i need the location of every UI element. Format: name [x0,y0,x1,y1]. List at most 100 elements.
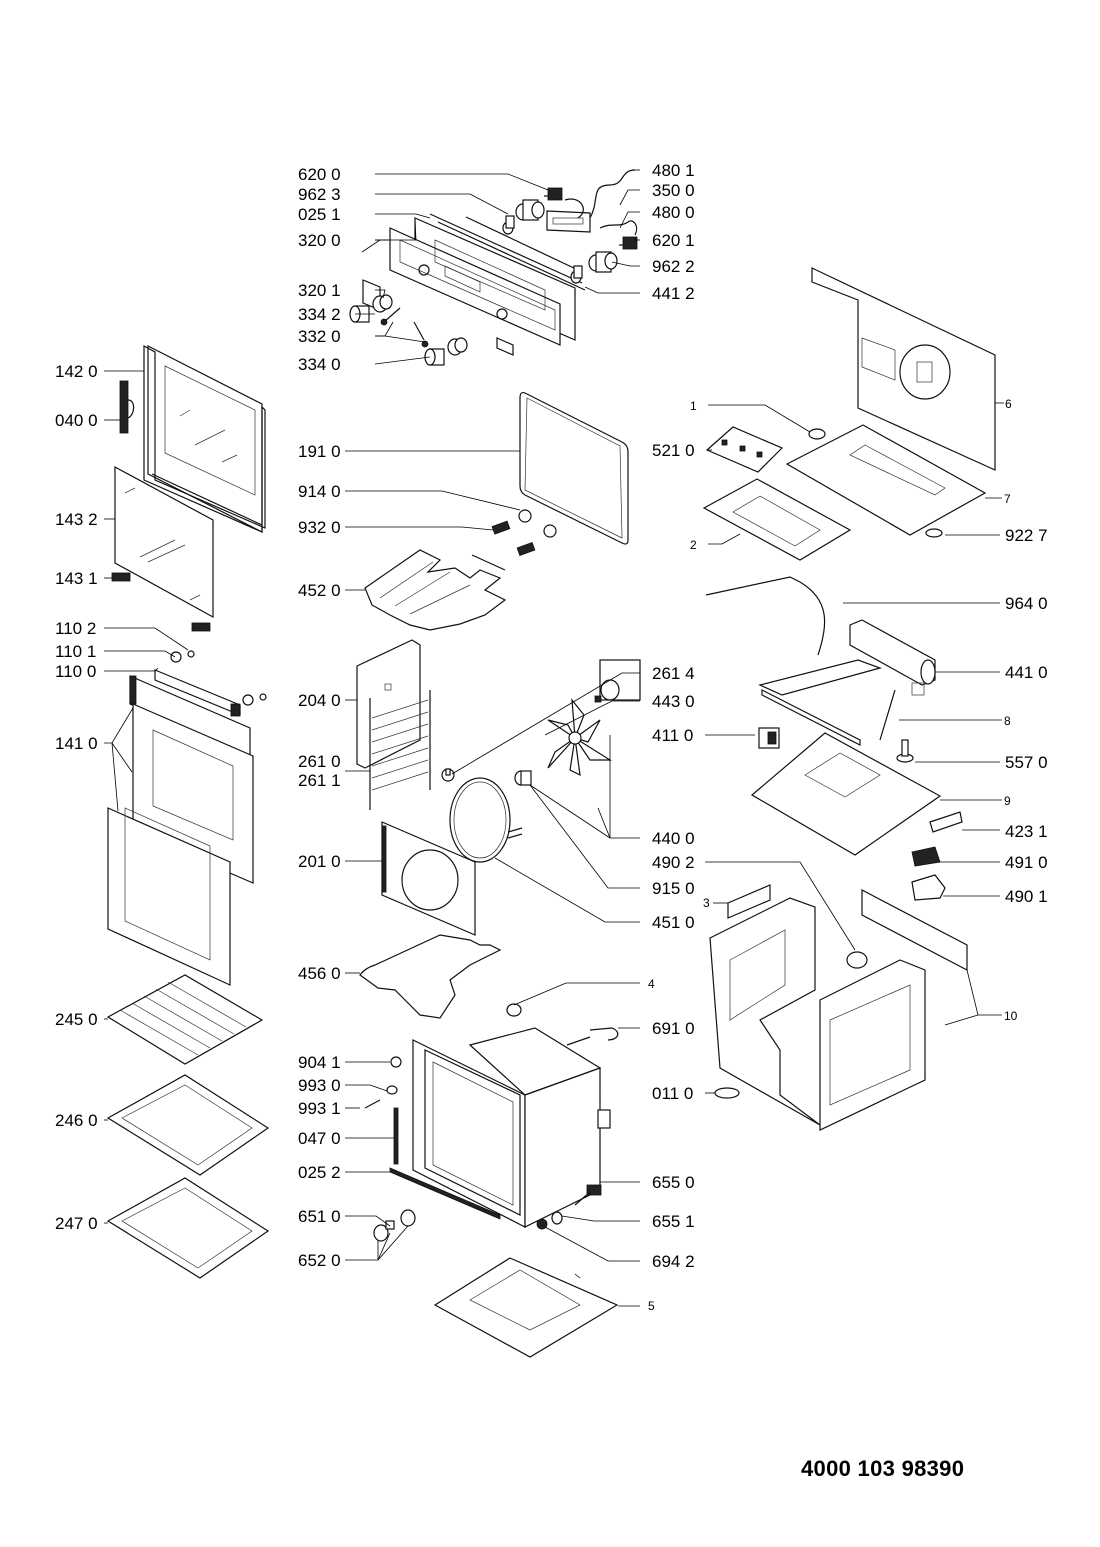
top-panel-7 [785,424,987,536]
label-261-0: 261 0 [298,752,341,771]
washer-922-7 [925,528,943,538]
label-025-1: 025 1 [298,205,341,224]
label-143-1: 143 1 [55,569,98,588]
label-652-0: 652 0 [298,1251,341,1270]
knob-320-1b [447,337,468,356]
label-320-1: 320 1 [298,281,341,300]
wire-harness [564,198,584,219]
label-904-1: 904 1 [298,1053,341,1072]
label-914-0: 914 0 [298,482,341,501]
label-915-0: 915 0 [652,879,695,898]
label-655-1: 655 1 [652,1212,695,1231]
terminal-block-491-0 [911,846,941,867]
label-491-0: 491 0 [1005,853,1048,872]
label-962-2: 962 2 [652,257,695,276]
knob-spring [380,307,429,348]
back-panel-6 [811,267,996,471]
label-246-0: 246 0 [55,1111,98,1130]
label-480-0: 480 0 [652,203,695,222]
fan-cover-201-0 [381,821,476,936]
door-seal-gasket [519,391,629,545]
label-1: 1 [690,399,697,413]
label-443-0: 443 0 [652,692,695,711]
bottom-panel-5 [433,1257,619,1358]
cooling-fan-441-0 [849,619,936,696]
label-10: 10 [1004,1009,1018,1023]
label-334-2: 334 2 [298,305,341,324]
door-lock-655 [536,1184,602,1230]
control-pcb [705,426,784,473]
label-247-0: 247 0 [55,1214,98,1233]
door-group [107,344,267,986]
top-grill-element [364,549,507,631]
fan-spacer [514,770,532,786]
thermostat-557-0 [896,739,914,763]
label-922-7: 922 7 [1005,526,1048,545]
inner-door-glass [114,465,214,619]
shelf-runners [369,690,431,810]
electronic-display-board [546,210,591,233]
label-334-0: 334 0 [298,355,341,374]
label-332-0: 332 0 [298,327,341,346]
label-6: 6 [1005,397,1012,411]
label-350-0: 350 0 [652,181,695,200]
lamp-spring [491,520,536,557]
label-694-2: 694 2 [652,1252,695,1271]
label-655-0: 655 0 [652,1173,695,1192]
label-423-1: 423 1 [1005,822,1048,841]
glass-clip-right [191,622,211,632]
label-932-0: 932 0 [298,518,341,537]
label-490-2: 490 2 [652,853,695,872]
label-620-1: 620 1 [652,231,695,250]
connector-3 [727,884,771,919]
wire-shelf-245-0 [106,974,264,1065]
fan-motor [594,659,641,703]
baking-tray-246-0 [106,1074,270,1176]
label-025-2: 025 2 [298,1163,341,1182]
label-110-0: 110 0 [55,662,96,681]
label-245-0: 245 0 [55,1010,98,1029]
fan-blade [547,698,613,777]
label-451-0: 451 0 [652,913,695,932]
label-110-1: 110 1 [55,642,96,661]
label-691-0: 691 0 [652,1019,695,1038]
knob-bush-lower [588,251,618,273]
label-557-0: 557 0 [1005,753,1048,772]
label-261-4: 261 4 [652,664,695,683]
label-143-2: 143 2 [55,510,98,529]
trim-strip [437,221,586,291]
label-011-0: 011 0 [652,1084,693,1103]
label-441-0: 441 0 [1005,663,1048,682]
glass-clip-left [111,572,131,582]
label-456-0: 456 0 [298,964,341,983]
connector-490-1 [911,874,946,901]
label-440-0: 440 0 [652,829,695,848]
fan-guard-490-2 [846,951,868,969]
label-9: 9 [1004,794,1011,808]
label-521-0: 521 0 [652,441,695,460]
label-2: 2 [690,538,697,552]
label-141-0: 141 0 [55,734,98,753]
bottom-trim-025-2 [389,1167,501,1220]
bottom-tray-2 [702,478,852,561]
label-620-0: 620 0 [298,165,341,184]
knob-spindle-lower [570,265,583,284]
drip-pan-247-0 [106,1177,270,1279]
label-191-0: 191 0 [298,442,341,461]
side-panel-204-0 [356,639,421,769]
bearing-part-4 [506,1003,522,1017]
label-142-0: 142 0 [55,362,98,381]
terminal-block-423-1 [929,811,963,833]
document-number: 4000 103 98390 [801,1456,965,1481]
label-4: 4 [648,977,655,991]
outer-door-frame [143,344,266,533]
knob-320-1 [372,294,393,313]
label-7: 7 [1004,492,1011,506]
label-962-3: 962 3 [298,185,341,204]
trim-strip [465,216,579,271]
hinge-support-047 [393,1107,399,1165]
label-5: 5 [648,1299,655,1313]
door-inner-frame [107,807,231,986]
label-320-0: 320 0 [298,231,341,250]
